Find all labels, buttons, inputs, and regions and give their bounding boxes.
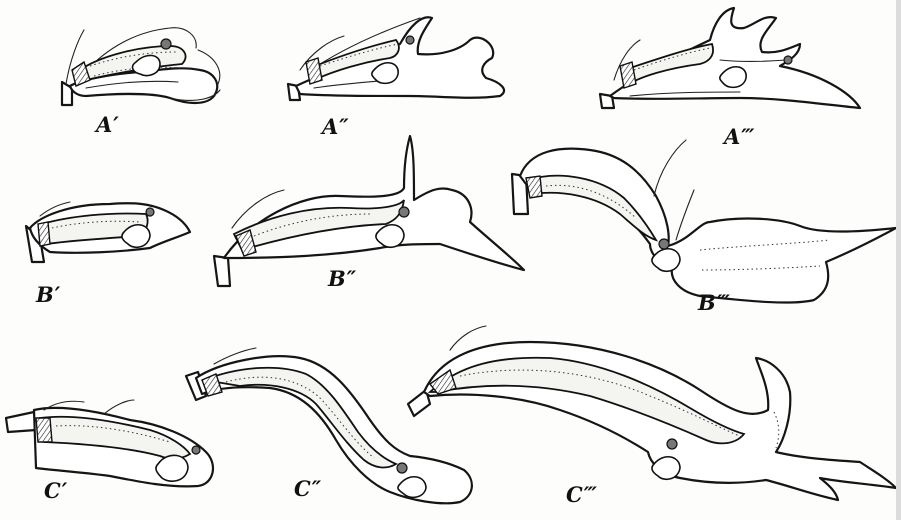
figure-label-b3: B‴ (698, 290, 731, 315)
flower-drawing-a1 (62, 28, 220, 105)
flower-drawing-a3 (600, 8, 860, 108)
figure-label-b1: B′ (36, 282, 61, 307)
flower-drawing-c1 (6, 400, 213, 486)
figure-label-a3: A‴ (724, 124, 756, 149)
figure-label-a2: A″ (322, 114, 350, 139)
figure-label-c1: C′ (44, 478, 68, 503)
figure-label-a1: A′ (96, 112, 120, 137)
flower-drawing-b3 (512, 140, 896, 303)
page-edge (896, 0, 901, 520)
flower-drawing-c2 (186, 348, 472, 503)
flower-drawing-a2 (288, 17, 504, 100)
flower-drawing-c3 (408, 326, 896, 500)
figure-label-b2: B″ (328, 266, 357, 291)
flower-drawing-b1 (26, 202, 190, 262)
figure-label-c3: C‴ (566, 482, 598, 507)
flower-drawing-b2 (214, 136, 524, 286)
figure-label-c2: C″ (294, 476, 322, 501)
